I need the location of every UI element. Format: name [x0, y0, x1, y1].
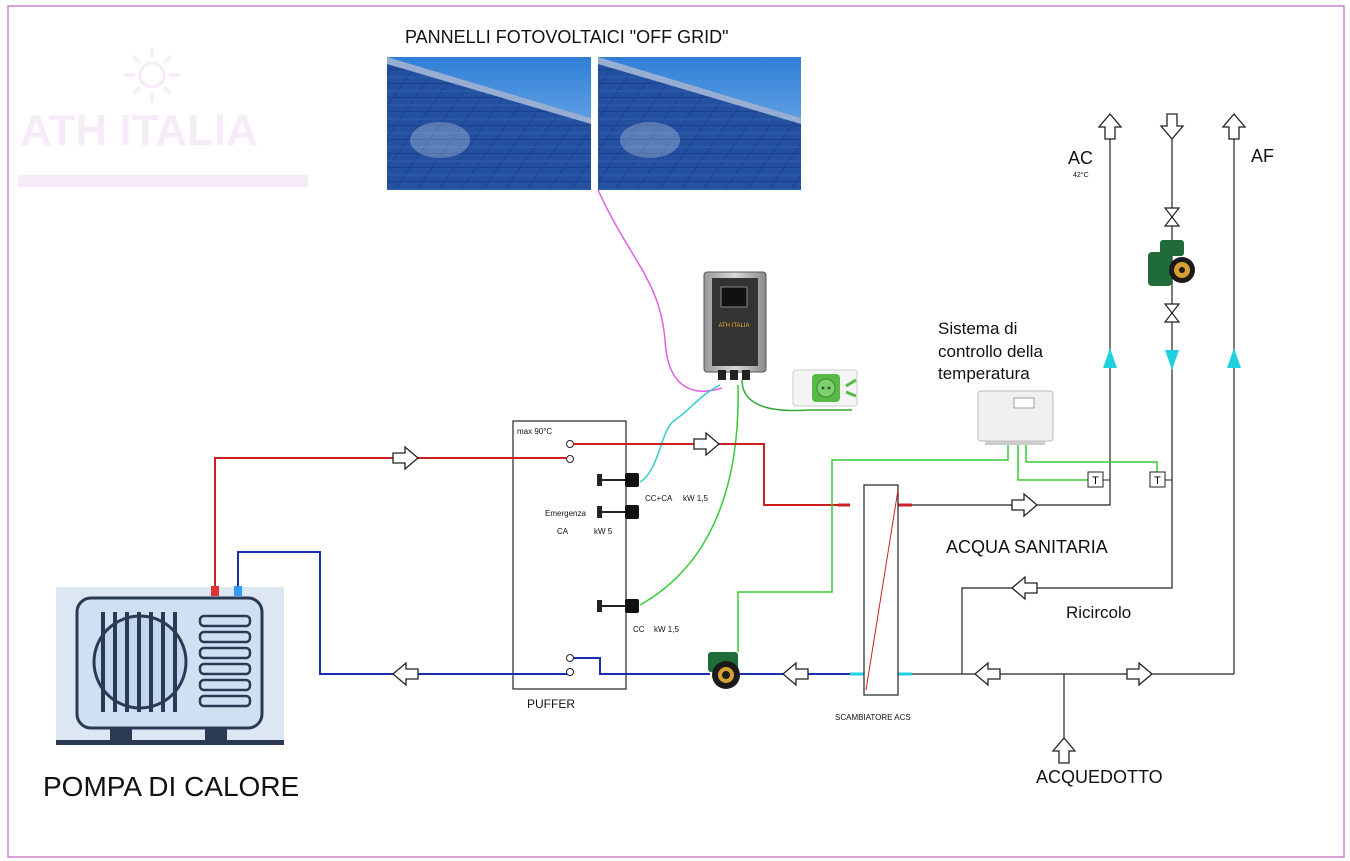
af-label: AF [1251, 146, 1274, 166]
svg-text:ATH ITALIA: ATH ITALIA [20, 106, 258, 155]
emergency-label: Emergenza [545, 509, 586, 518]
af-flow-arrow [1227, 348, 1241, 368]
page-frame [7, 5, 1345, 858]
puffer-label: PUFFER [527, 697, 575, 711]
electric-heater-icon [597, 473, 639, 487]
tank-ports [566, 440, 574, 676]
exchanger-label: SCAMBIATORE ACS [835, 713, 911, 722]
ac-temp: 42°C [1073, 171, 1089, 179]
dhw-hot-line [912, 137, 1111, 506]
temperature-controller-icon [977, 390, 1054, 445]
heat-pump-label: POMPA DI CALORE [43, 771, 299, 802]
heater2-power: kW 5 [594, 527, 613, 536]
solar-panel-icon [598, 57, 801, 190]
ath-italia-logo: ATH ITALIA [18, 48, 308, 187]
socket-cable [741, 379, 852, 412]
svg-text:T: T [1154, 475, 1161, 487]
acquedotto-label: ACQUEDOTTO [1036, 767, 1163, 787]
cold-port [234, 586, 242, 596]
inverter-heater3-cable [639, 384, 739, 606]
svg-text:ATH ITALIA: ATH ITALIA [718, 323, 749, 329]
electric-heater-icon [597, 505, 639, 519]
electric-heater-icon [597, 599, 639, 613]
circulator-pump-icon [1148, 240, 1195, 286]
temperature-sensor-1: T [1087, 471, 1110, 488]
ac-label: AC [1068, 148, 1093, 168]
control-label-2: controllo della [938, 342, 1043, 361]
heater3-power: kW 1,5 [654, 625, 679, 634]
puffer-tank [512, 420, 627, 690]
control-label-1: Sistema di [938, 319, 1017, 338]
heat-pump-icon [56, 587, 284, 745]
circulator-pump-icon [708, 652, 740, 689]
ricircolo-label: Ricircolo [1066, 603, 1131, 622]
controller-sensor2-signal [1025, 445, 1158, 472]
temperature-sensor-2: T [1149, 471, 1172, 488]
heater2-type: CA [557, 527, 569, 536]
pv-cable [597, 189, 723, 392]
heater3-type: CC [633, 625, 645, 634]
pump-line [573, 657, 710, 675]
solar-panel-icon [387, 57, 591, 190]
ac-flow-arrow [1103, 348, 1117, 368]
controller-pump-signal [737, 445, 1009, 652]
svg-text:T: T [1092, 475, 1099, 487]
pv-title: PANNELLI FOTOVOLTAICI "OFF GRID" [405, 27, 729, 47]
recirc-flow-arrow [1165, 350, 1179, 370]
power-socket-icon [792, 369, 858, 407]
inverter-heater1-cable [639, 384, 721, 483]
heat-exchanger [863, 484, 899, 696]
inverter-icon: ATH ITALIA [703, 271, 767, 380]
puffer-max-temp: max 90°C [517, 427, 552, 436]
control-label-3: temperatura [938, 364, 1030, 383]
controller-sensor1-signal [1017, 445, 1088, 481]
cold-return-line [237, 551, 567, 675]
heater1-type: CC+CA [645, 494, 673, 503]
valve-icon [1163, 207, 1181, 323]
acqua-sanitaria-label: ACQUA SANITARIA [946, 537, 1108, 557]
hot-port [211, 586, 219, 596]
hot-supply-line [214, 457, 567, 586]
heater1-power: kW 1,5 [683, 494, 708, 503]
